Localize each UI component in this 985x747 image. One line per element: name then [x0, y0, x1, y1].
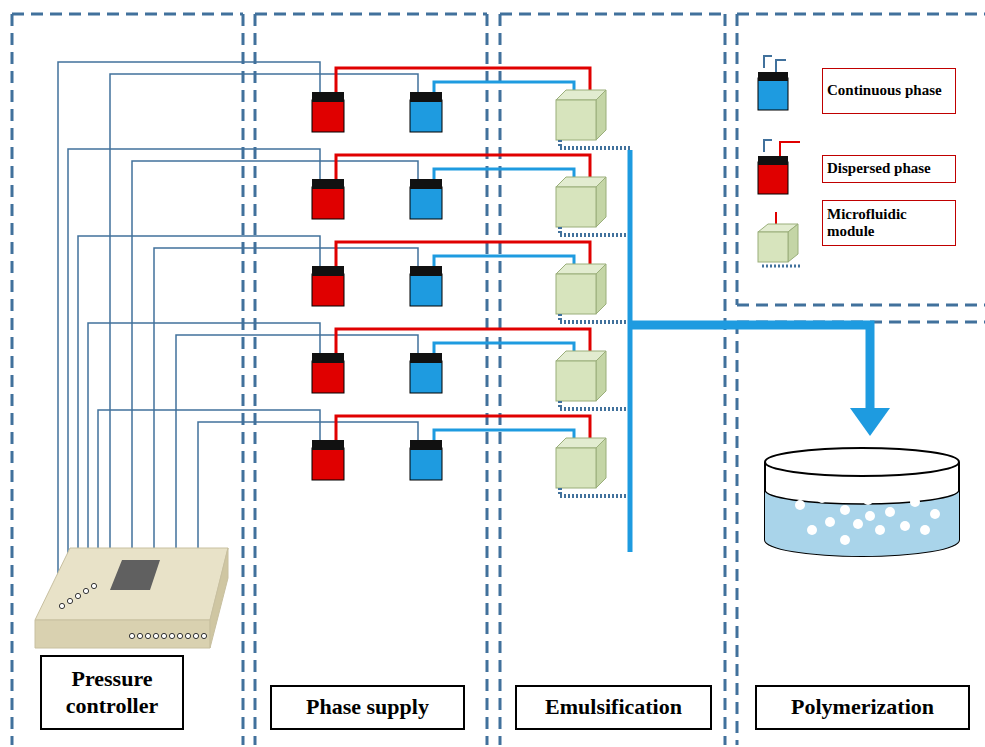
reservoir-cap — [410, 440, 442, 450]
reservoir — [410, 187, 442, 219]
section-label-box: Emulsification — [515, 685, 712, 730]
reservoir-cap — [410, 179, 442, 189]
port — [153, 633, 158, 638]
tube — [176, 335, 418, 575]
legend-entry: Dispersed phase — [822, 155, 956, 183]
port — [169, 633, 174, 638]
port — [83, 588, 88, 593]
microfluidic-module — [556, 361, 596, 401]
reservoir-cap — [312, 440, 344, 450]
port — [177, 633, 182, 638]
reservoir-cap — [410, 266, 442, 276]
tube — [560, 314, 630, 322]
port — [185, 633, 190, 638]
bead — [930, 509, 940, 519]
module-side — [596, 264, 606, 314]
tube — [560, 401, 630, 409]
port — [75, 593, 80, 598]
bead — [910, 497, 920, 507]
module-side — [596, 438, 606, 488]
legend-icons — [758, 56, 800, 266]
reservoir-cap — [312, 92, 344, 102]
microfluidic-module — [556, 187, 596, 227]
reservoir-cap — [312, 266, 344, 276]
bead — [795, 500, 805, 510]
tube — [434, 430, 574, 444]
microfluidic-module — [556, 274, 596, 314]
tube — [434, 169, 574, 183]
reservoir — [312, 187, 344, 219]
port — [67, 598, 72, 603]
section-label-box: Polymerization — [755, 685, 970, 730]
legend-entry: Continuous phase — [822, 68, 956, 114]
reservoir — [312, 361, 344, 393]
pressure-controller — [35, 548, 228, 648]
port — [137, 633, 142, 638]
tube — [78, 236, 320, 575]
reservoir — [410, 274, 442, 306]
tube — [198, 422, 418, 575]
section-label: Emulsification — [545, 694, 682, 720]
tube — [154, 248, 418, 575]
tube — [560, 488, 630, 496]
reservoir-cap — [312, 179, 344, 189]
bead — [807, 525, 817, 535]
port — [193, 633, 198, 638]
section-label: Polymerization — [791, 694, 934, 720]
legend-text: Dispersed phase — [827, 160, 931, 177]
port — [59, 603, 64, 608]
section-label: Phase supply — [306, 694, 429, 720]
port — [201, 633, 206, 638]
bead — [885, 507, 895, 517]
bead — [825, 517, 835, 527]
reservoir — [312, 100, 344, 132]
bead — [840, 535, 850, 545]
port — [91, 583, 96, 588]
panel-borders — [12, 14, 985, 745]
bead — [900, 521, 910, 531]
supply-rows — [58, 62, 630, 575]
bead — [865, 511, 875, 521]
port — [161, 633, 166, 638]
microfluidic-module — [556, 100, 596, 140]
legend-text: Microfluidic module — [827, 206, 951, 241]
bead — [863, 495, 873, 505]
section-label: Pressure controller — [42, 666, 182, 719]
section-label-box: Pressure controller — [40, 655, 184, 730]
module-side — [596, 177, 606, 227]
tube — [560, 140, 630, 148]
module-side — [596, 351, 606, 401]
bead — [853, 519, 863, 529]
tube — [58, 62, 320, 575]
reservoir — [312, 274, 344, 306]
tube — [560, 227, 630, 235]
port — [145, 633, 150, 638]
port — [129, 633, 134, 638]
reservoir — [410, 361, 442, 393]
reservoir-cap — [410, 92, 442, 102]
legend-entry: Microfluidic module — [822, 200, 956, 246]
tube — [434, 343, 574, 357]
reservoir — [312, 448, 344, 480]
bead — [920, 525, 930, 535]
legend-text: Continuous phase — [827, 82, 942, 99]
reservoir — [410, 448, 442, 480]
reservoir-cap — [410, 353, 442, 363]
polymerization-dish — [765, 448, 959, 556]
bead — [875, 525, 885, 535]
reservoir-cap — [312, 353, 344, 363]
section-label-box: Phase supply — [270, 685, 465, 730]
tube — [132, 161, 418, 575]
tube — [88, 323, 320, 575]
reservoir — [410, 100, 442, 132]
tube — [68, 149, 320, 575]
bead — [840, 505, 850, 515]
module-side — [596, 90, 606, 140]
tube — [434, 256, 574, 270]
microfluidic-module — [556, 448, 596, 488]
tube — [434, 82, 574, 96]
bead — [817, 493, 827, 503]
